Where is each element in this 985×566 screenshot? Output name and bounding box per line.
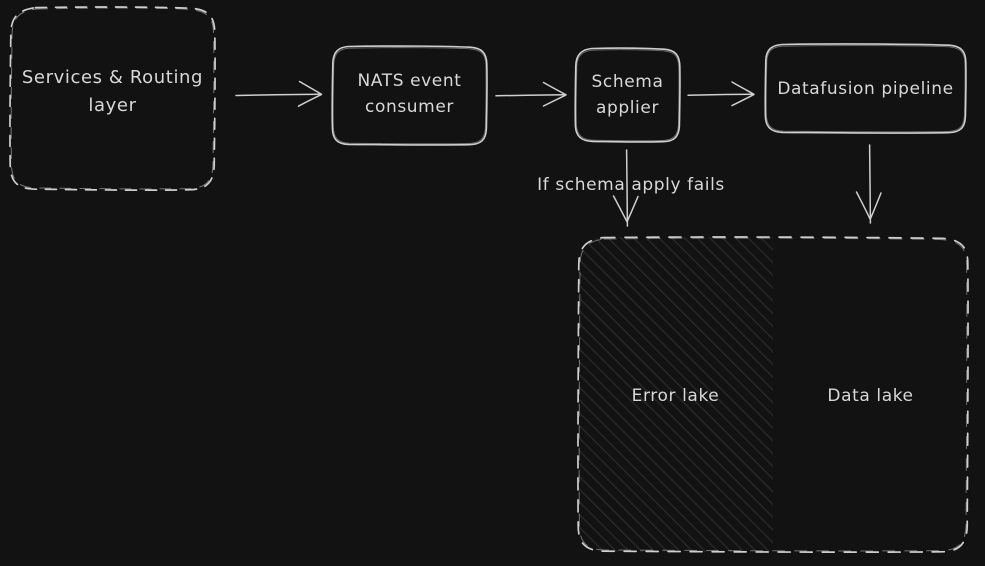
arrow-services-to-nats bbox=[235, 80, 323, 107]
error-lake-hatch-fill bbox=[578, 237, 773, 552]
schema-applier-shape bbox=[574, 47, 681, 143]
node-services-routing-layer[interactable] bbox=[10, 7, 215, 190]
arrow-schema-to-error-lake bbox=[612, 149, 639, 227]
node-data-lake[interactable] bbox=[773, 237, 968, 552]
node-datafusion-pipeline[interactable] bbox=[765, 44, 966, 133]
arrow-datafusion-to-data-lake bbox=[855, 144, 882, 224]
lake-container-shape bbox=[577, 236, 969, 554]
node-nats-event-consumer[interactable] bbox=[332, 46, 487, 145]
node-schema-applier[interactable] bbox=[575, 48, 680, 142]
arrow-schema-to-datafusion bbox=[687, 81, 755, 107]
node-error-lake[interactable] bbox=[578, 237, 773, 552]
datafusion-pipeline-shape bbox=[764, 43, 967, 134]
arrow-nats-to-schema bbox=[495, 81, 567, 107]
services-routing-layer-shape bbox=[9, 6, 216, 192]
nats-event-consumer-shape bbox=[331, 45, 488, 146]
